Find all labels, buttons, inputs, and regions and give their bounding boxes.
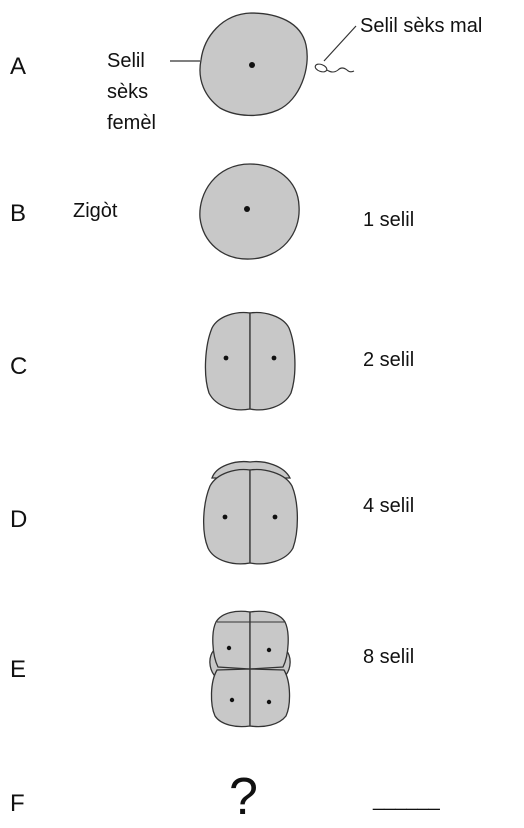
zygote-label: Zigòt <box>73 200 118 222</box>
row-letter-c: C <box>10 353 28 380</box>
male-cell-label: Selil sèks mal <box>360 15 483 37</box>
cell-count-b: 1 selil <box>363 209 415 231</box>
egg-nucleus <box>249 62 255 68</box>
row-letter-a: A <box>10 53 27 80</box>
row-letter-b: B <box>10 200 27 227</box>
zygote-cell <box>199 163 300 260</box>
cell-count-d: 4 selil <box>363 495 415 517</box>
female-cell-label-line1: Selil <box>107 50 145 72</box>
question-mark: ? <box>229 768 258 826</box>
answer-blank: ______ <box>373 789 440 811</box>
row-letter-d: D <box>10 506 28 533</box>
four-cell-stage <box>202 460 299 565</box>
female-cell-label-line3: femèl <box>107 112 156 134</box>
eight-cell-stage <box>209 610 291 728</box>
cell-count-c: 2 selil <box>363 349 415 371</box>
female-cell-label-line2: sèks <box>107 81 149 103</box>
male-cell-pointer <box>323 25 357 62</box>
row-letter-f: F <box>10 790 25 817</box>
zygote-nucleus <box>244 206 250 212</box>
egg-cell <box>199 12 308 117</box>
sperm-cell <box>314 63 355 73</box>
two-cell-stage <box>204 311 296 411</box>
cell-count-e: 8 selil <box>363 646 415 668</box>
row-letter-e: E <box>10 656 27 683</box>
